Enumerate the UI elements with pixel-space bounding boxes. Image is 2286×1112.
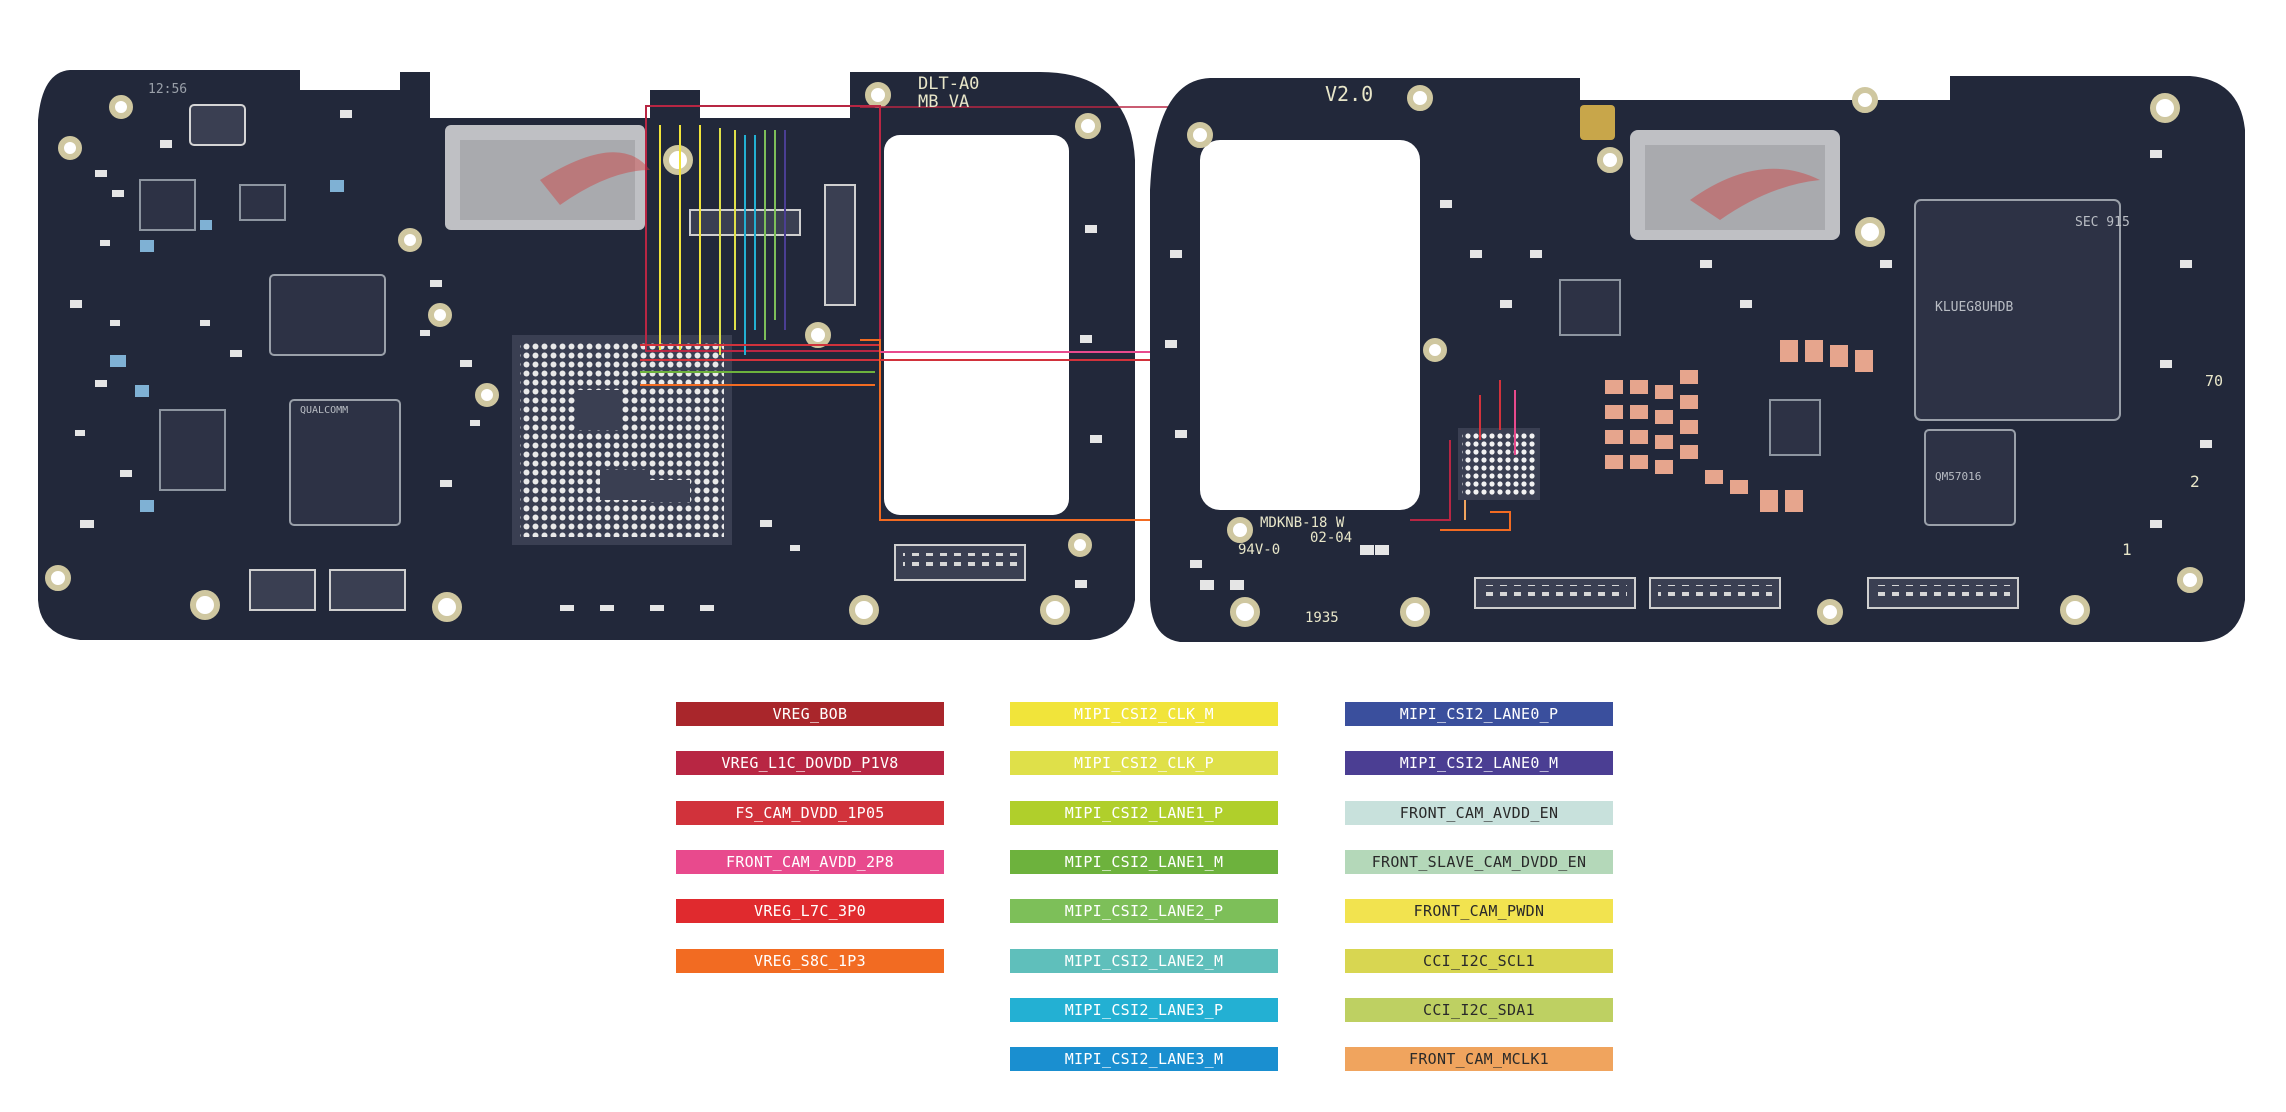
chip-label-qualcomm: QUALCOMM [300,405,349,416]
signal-traces-left [640,105,1170,521]
board-cutout-left [884,135,1069,515]
ic-memory [1914,199,2121,421]
chip-label-qorvo: QM57016 [1935,470,1982,483]
board-label-pcb: MDKNB-18 W [1260,515,1345,531]
board-label-num1: 1 [2122,540,2132,559]
legend-item-mipi-csi2-clk-m: MIPI_CSI2_CLK_M [1010,702,1278,726]
legend-item-vreg-bob: VREG_BOB [676,702,944,726]
ic-qorvo-right [1924,429,2016,526]
legend-item-mipi-csi2-lane0-m: MIPI_CSI2_LANE0_M [1345,751,1613,775]
ic-qualcomm [289,399,401,526]
legend-item-cci-i2c-sda1: CCI_I2C_SDA1 [1345,998,1613,1022]
legend-item-mipi-csi2-lane0-p: MIPI_CSI2_LANE0_P [1345,702,1613,726]
legend-item-vreg-l7c-3p0: VREG_L7C_3P0 [676,899,944,923]
copper-pads [1605,340,1873,512]
chip-label-memory: KLUEG8UHDB [1935,300,2014,315]
mounting-holes-right [1187,85,2203,627]
component-pads-right [1165,150,2212,590]
mounting-holes-left [45,82,1101,625]
legend-item-front-cam-mclk1: FRONT_CAM_MCLK1 [1345,1047,1613,1071]
bga-pads [520,343,724,537]
board-label-flam: 94V-0 [1238,542,1281,558]
legend-item-front-cam-pwdn: FRONT_CAM_PWDN [1345,899,1613,923]
legend-item-mipi-csi2-clk-p: MIPI_CSI2_CLK_P [1010,751,1278,775]
legend-item-mipi-csi2-lane1-m: MIPI_CSI2_LANE1_M [1010,850,1278,874]
legend-item-vreg-l1c-dovdd-p1v8: VREG_L1C_DOVDD_P1V8 [676,751,944,775]
legend-item-mipi-csi2-lane2-p: MIPI_CSI2_LANE2_P [1010,899,1278,923]
board-label-side: 70 [2205,372,2224,390]
component-pads-left [70,110,1102,611]
legend-item-front-cam-avdd-2p8: FRONT_CAM_AVDD_2P8 [676,850,944,874]
legend-item-mipi-csi2-lane3-m: MIPI_CSI2_LANE3_M [1010,1047,1278,1071]
legend-item-fs-cam-dvdd-1p05: FS_CAM_DVDD_1P05 [676,801,944,825]
board-label-num2: 2 [2190,472,2200,491]
board-label-version: V2.0 [1325,82,1374,106]
legend-item-vreg-s8c-1p3: VREG_S8C_1P3 [676,949,944,973]
legend-item-front-slave-cam-dvdd-en: FRONT_SLAVE_CAM_DVDD_EN [1345,850,1613,874]
board-label-dlt: DLT-A0 [918,74,980,94]
board-cutout-right [1200,140,1420,510]
blue-components-left [110,180,344,512]
right-board [1150,76,2245,642]
ic-qorvo-left [269,274,386,356]
chip-label-sec: SEC 915 [2075,215,2130,230]
board-label-mb: MB VA [918,92,970,112]
legend-item-front-cam-avdd-en: FRONT_CAM_AVDD_EN [1345,801,1613,825]
legend-item-mipi-csi2-lane1-p: MIPI_CSI2_LANE1_P [1010,801,1278,825]
legend-item-cci-i2c-scl1: CCI_I2C_SCL1 [1345,949,1613,973]
board-label-code: 12:56 [148,82,188,97]
legend-item-mipi-csi2-lane2-m: MIPI_CSI2_LANE2_M [1010,949,1278,973]
legend-item-mipi-csi2-lane3-p: MIPI_CSI2_LANE3_P [1010,998,1278,1022]
board-label-pcb2: 02-04 [1310,530,1353,546]
signal-traces-right [1410,380,1516,531]
board-label-date: 1935 [1305,610,1339,626]
